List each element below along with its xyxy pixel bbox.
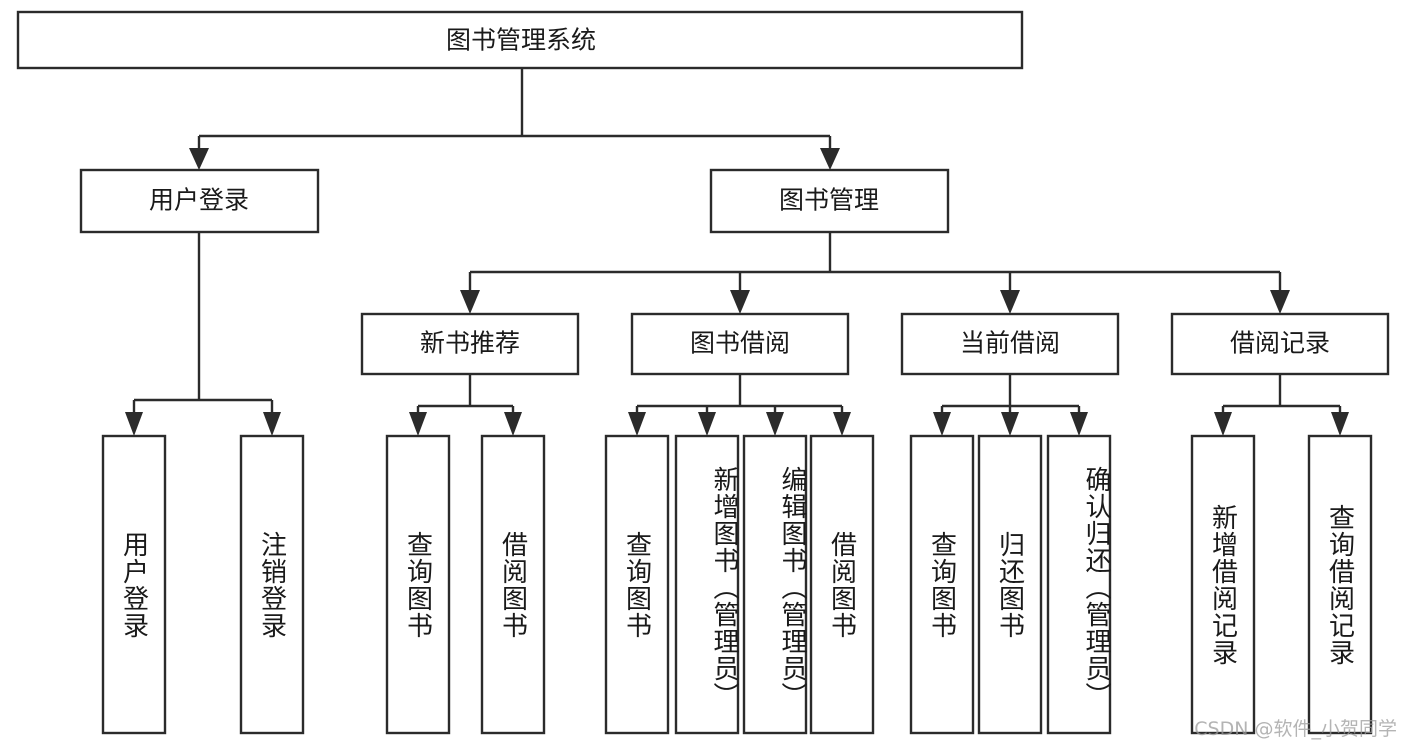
node-leaf-query-book-2[interactable] [604, 434, 670, 735]
node-new-book-recommend-label: 新书推荐 [420, 330, 520, 358]
node-leaf-borrow-book-1[interactable] [480, 434, 546, 735]
arrow-head-leaf-add-book [698, 412, 716, 436]
node-borrow-record[interactable] [1170, 312, 1390, 376]
node-leaf-add-record[interactable] [1190, 434, 1256, 735]
connector-layer [125, 68, 1349, 436]
arrow-head-leaf-query-book-3 [933, 412, 951, 436]
arrow-head-leaf-user-login [125, 412, 143, 436]
arrow-head-leaf-return-book [1001, 412, 1019, 436]
node-new-book-recommend[interactable] [360, 312, 580, 376]
node-layer: 图书管理系统 用户登录 图书管理 新书推荐 图书借阅 当前借阅 借阅记录 [16, 10, 1390, 735]
node-leaf-edit-book[interactable] [742, 434, 808, 735]
arrow-head-borrow-record [1270, 290, 1290, 314]
node-book-borrow-label: 图书借阅 [690, 330, 790, 358]
node-user-login-label: 用户登录 [149, 187, 249, 215]
arrow-head-leaf-user-logout [263, 412, 281, 436]
arrow-head-leaf-edit-book [766, 412, 784, 436]
arrow-head-book-borrow [730, 290, 750, 314]
arrow-head-leaf-query-book-1 [409, 412, 427, 436]
node-leaf-user-login[interactable] [101, 434, 167, 735]
node-leaf-borrow-book-2[interactable] [809, 434, 875, 735]
node-current-borrow[interactable] [900, 312, 1120, 376]
node-root-label: 图书管理系统 [446, 27, 596, 55]
node-leaf-confirm-return[interactable] [1046, 434, 1112, 735]
node-book-management-label: 图书管理 [779, 187, 879, 215]
arrow-head-leaf-query-record [1331, 412, 1349, 436]
arrow-head-new-book-recommend [460, 290, 480, 314]
node-leaf-return-book[interactable] [977, 434, 1043, 735]
node-book-management[interactable] [709, 168, 950, 234]
node-book-borrow[interactable] [630, 312, 850, 376]
arrow-head-leaf-borrow-book-1 [504, 412, 522, 436]
node-leaf-query-record[interactable] [1307, 434, 1373, 735]
node-leaf-query-book-3[interactable] [909, 434, 975, 735]
node-leaf-add-book[interactable] [674, 434, 740, 735]
arrow-head-leaf-add-record [1214, 412, 1232, 436]
arrow-head-book-management [820, 148, 840, 170]
node-borrow-record-label: 借阅记录 [1230, 330, 1330, 358]
node-leaf-user-logout[interactable] [239, 434, 305, 735]
node-current-borrow-label: 当前借阅 [960, 330, 1060, 358]
node-root[interactable] [16, 10, 1024, 70]
node-leaf-query-book-1[interactable] [385, 434, 451, 735]
arrow-head-leaf-borrow-book-2 [833, 412, 851, 436]
csdn-watermark: CSDN @软件_小贺同学 [1194, 718, 1397, 740]
arrow-head-leaf-query-book-2 [628, 412, 646, 436]
arrow-head-current-borrow [1000, 290, 1020, 314]
arrow-head-leaf-confirm-return [1070, 412, 1088, 436]
node-user-login[interactable] [79, 168, 320, 234]
arrow-head-user-login [189, 148, 209, 170]
